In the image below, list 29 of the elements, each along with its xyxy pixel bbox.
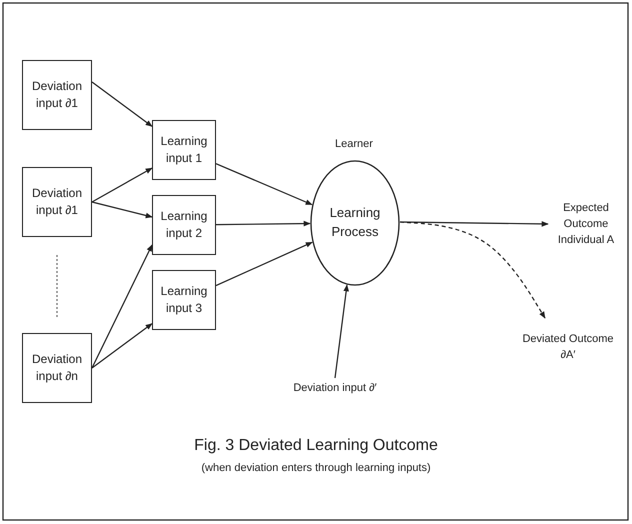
node-text: Learning input 1 bbox=[160, 132, 208, 167]
node-text: Deviation input ∂1 bbox=[30, 184, 84, 219]
arrow bbox=[92, 201, 153, 218]
process-box bbox=[22, 333, 92, 403]
arrow bbox=[400, 221, 546, 319]
node-text: Learning input 2 bbox=[160, 208, 208, 242]
node-text: Learning input 3 bbox=[160, 282, 208, 317]
process-box bbox=[152, 270, 216, 330]
figure-caption: (when deviation enters through learning inputs) bbox=[200, 462, 432, 474]
node-caption: Learner bbox=[335, 138, 373, 150]
arrow bbox=[216, 242, 313, 286]
arrow bbox=[92, 323, 153, 368]
arrow bbox=[216, 163, 313, 206]
arrow bbox=[216, 220, 311, 226]
process-box bbox=[22, 167, 92, 237]
node-text: Deviation input ∂1 bbox=[30, 78, 84, 112]
node-label: Expected Outcome Individual A bbox=[556, 201, 616, 248]
arrow bbox=[334, 284, 349, 378]
figure-title: Fig. 3 Deviated Learning Outcome bbox=[193, 437, 439, 455]
process-box bbox=[152, 195, 216, 255]
node-label: Deviation input ∂′ bbox=[293, 381, 377, 396]
process-box bbox=[22, 60, 92, 130]
node-text: Deviation input ∂n bbox=[30, 350, 84, 385]
node-label: Deviated Outcome ∂A′ bbox=[522, 332, 614, 363]
node-text: Learning Process bbox=[328, 204, 382, 241]
arrow bbox=[92, 82, 153, 127]
process-box bbox=[152, 120, 216, 180]
arrow bbox=[92, 168, 153, 203]
arrow bbox=[91, 244, 153, 368]
